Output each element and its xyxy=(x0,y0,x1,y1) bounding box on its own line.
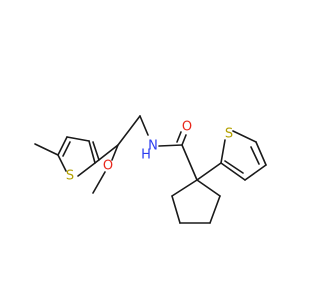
atom-label-h: H xyxy=(141,148,151,163)
bond xyxy=(255,141,267,166)
atom-label-o-methoxy: O xyxy=(103,159,113,174)
bond xyxy=(171,195,181,224)
bond xyxy=(224,160,244,174)
bond xyxy=(57,136,68,156)
bond xyxy=(62,141,71,157)
atom-label-n: N xyxy=(148,139,158,154)
bond xyxy=(196,179,221,197)
structure-diagram: S S O O N H xyxy=(34,115,267,224)
atom-label-o-carbonyl: O xyxy=(182,120,192,135)
bond xyxy=(171,179,198,197)
bond xyxy=(111,144,119,161)
bond xyxy=(92,171,106,194)
bond xyxy=(77,162,96,177)
bond xyxy=(181,134,187,146)
bond xyxy=(139,115,149,136)
atom-labels: S S O O N H xyxy=(66,120,233,184)
bond xyxy=(88,140,96,164)
bond xyxy=(176,131,182,143)
bond xyxy=(181,144,198,181)
bond xyxy=(232,130,257,143)
bond xyxy=(250,146,260,165)
bond xyxy=(94,144,119,164)
bond xyxy=(196,162,222,181)
molecule-drawing: S S O O N H xyxy=(34,115,267,224)
bond xyxy=(57,154,67,172)
bond xyxy=(158,144,183,147)
bond xyxy=(92,141,100,161)
bond xyxy=(66,136,90,142)
bond xyxy=(220,162,246,181)
bond xyxy=(209,195,221,224)
bond xyxy=(220,139,226,164)
bond xyxy=(117,115,141,146)
bond xyxy=(34,143,59,156)
bond xyxy=(244,164,267,181)
bond-lines xyxy=(34,115,267,224)
atom-label-s1: S xyxy=(66,169,74,184)
atom-label-s2: S xyxy=(225,127,233,142)
